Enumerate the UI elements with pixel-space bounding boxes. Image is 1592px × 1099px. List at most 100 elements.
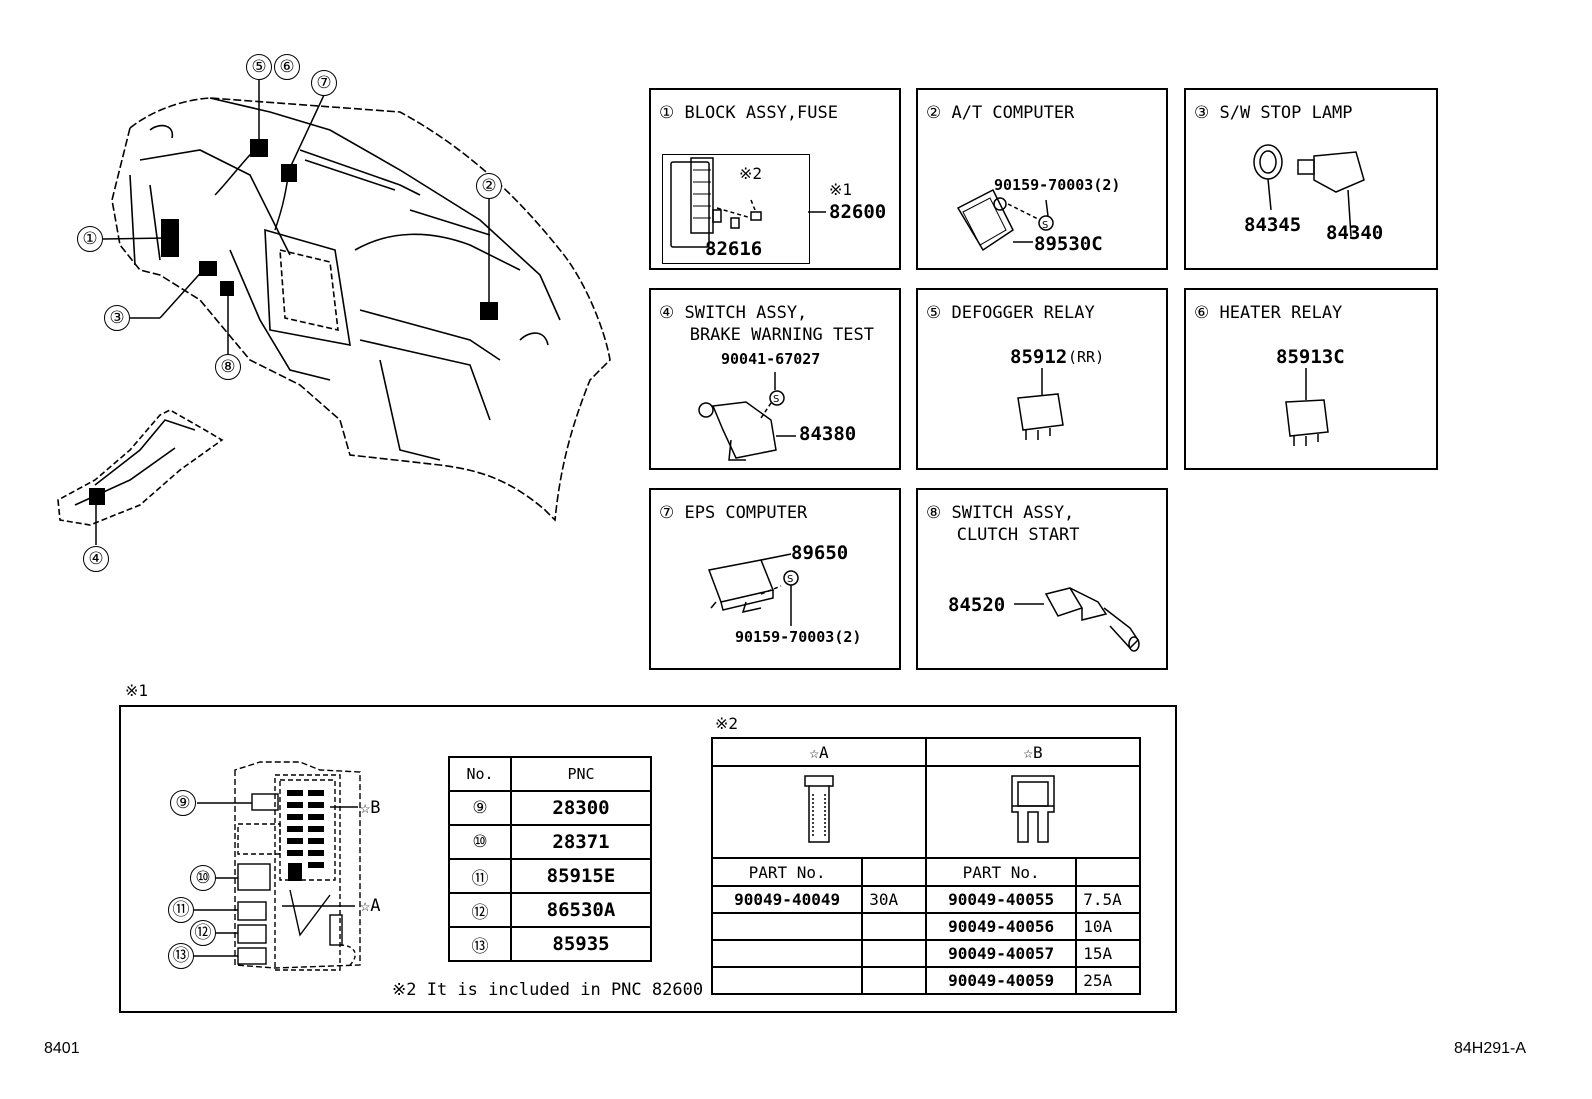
fuse-a-part xyxy=(710,939,864,968)
ref-mark-1: ※1 xyxy=(829,180,853,199)
ref-mark-1: ※1 xyxy=(125,681,149,700)
part-number: 82600 xyxy=(829,201,887,223)
fuse-block-callout-12: ⑫ xyxy=(190,920,216,946)
table-row: ⑩ 28371 xyxy=(448,824,652,860)
fuse-group-a-label: ☆A xyxy=(360,896,381,916)
fuse-b-part: 90049-40055 xyxy=(924,885,1078,914)
table-row: 90049-40057 15A xyxy=(710,939,1141,968)
col-header-blank xyxy=(861,857,927,887)
panel-fuse-block: ① BLOCK ASSY,FUSE ※2 ※1 82600 82616 xyxy=(649,88,901,270)
svg-text:S: S xyxy=(773,394,779,405)
overview-callout-4: ④ xyxy=(83,546,109,572)
overview-callout-6: ⑥ xyxy=(274,54,300,80)
fuse-table: ☆A ☆B PART No. xyxy=(710,737,1142,995)
part-number: 82616 xyxy=(705,238,763,260)
brake-switch-drawing: S xyxy=(698,372,796,461)
fuse-b-part: 90049-40059 xyxy=(924,966,1078,995)
table-row: 90049-40049 30A 90049-40055 7.5A xyxy=(710,885,1141,914)
col-header-part-no: PART No. xyxy=(924,857,1078,887)
svg-text:S: S xyxy=(1042,220,1048,231)
pnc-value: 28371 xyxy=(510,824,652,860)
pnc-value: 86530A xyxy=(510,892,652,928)
defogger-relay-drawing xyxy=(1017,368,1064,440)
panel-title: ⑤ DEFOGGER RELAY xyxy=(926,303,1095,323)
fuse-group-b-label: ☆B xyxy=(360,798,381,818)
panel-brake-warning-switch: ④ SWITCH ASSY, BRAKE WARNING TEST 90041-… xyxy=(649,288,901,470)
fuse-block-drawing xyxy=(670,157,826,248)
part-number: 85912 xyxy=(1010,346,1068,368)
panel-title: ③ S/W STOP LAMP xyxy=(1194,103,1353,123)
panel-at-computer: ② A/T COMPUTER 90159-70003(2) S 89530C xyxy=(916,88,1168,270)
pnc-no: ⑪ xyxy=(448,858,512,894)
panel-stop-lamp-switch: ③ S/W STOP LAMP 84345 84340 xyxy=(1184,88,1438,270)
fuse-a-part: 90049-40049 xyxy=(710,885,864,914)
fuse-a-rating xyxy=(861,912,927,941)
part-number: 89530C xyxy=(1034,233,1103,255)
part-number: 84520 xyxy=(948,594,1006,616)
panel-title: ② A/T COMPUTER xyxy=(926,103,1075,123)
panel-eps-computer: ⑦ EPS COMPUTER 89650 90159-70003(2) S xyxy=(649,488,901,670)
col-header-part-no: PART No. xyxy=(710,857,864,887)
col-header-blank xyxy=(1075,857,1141,887)
fuse-a-image xyxy=(711,765,927,859)
pnc-no: ⑨ xyxy=(448,790,512,826)
page-code-right: 84H291-A xyxy=(1454,1040,1527,1057)
panel-title: ⑧ SWITCH ASSY, CLUTCH START xyxy=(926,503,1080,545)
table-row: ⑪ 85915E xyxy=(448,858,652,894)
overview-callout-2: ② xyxy=(476,173,502,199)
panel-title: ⑥ HEATER RELAY xyxy=(1194,303,1343,323)
fuse-group-b-header: ☆B xyxy=(924,737,1142,767)
fuse-b-rating: 10A xyxy=(1075,912,1141,941)
fuse-a-part xyxy=(710,966,864,995)
part-number: 84340 xyxy=(1326,222,1384,244)
overview-callout-5: ⑤ xyxy=(246,54,272,80)
fuse-a-rating xyxy=(861,939,927,968)
table-row: 90049-40059 25A xyxy=(710,966,1141,995)
fuse-a-rating: 30A xyxy=(861,885,927,914)
overview-callout-7: ⑦ xyxy=(311,70,337,96)
panel-title: ④ SWITCH ASSY, BRAKE WARNING TEST xyxy=(659,303,874,345)
page-code-left: 8401 xyxy=(44,1040,80,1057)
pnc-no: ⑩ xyxy=(448,824,512,860)
fuse-b-part: 90049-40057 xyxy=(924,939,1078,968)
fuse-block-callout-13: ⑬ xyxy=(168,943,194,969)
table-row: 90049-40056 10A xyxy=(710,912,1141,941)
fuse-block-frame xyxy=(662,154,810,264)
ref-mark-2: ※2 xyxy=(739,164,763,183)
part-number: 85913C xyxy=(1276,346,1345,368)
screw-part-number: 90159-70003(2) xyxy=(994,176,1121,194)
stop-lamp-switch-drawing xyxy=(1253,144,1365,237)
overview-callout-1: ① xyxy=(77,226,103,252)
pnc-value: 28300 xyxy=(510,790,652,826)
fuse-a-part xyxy=(710,912,864,941)
part-number: 89650 xyxy=(791,542,849,564)
fuse-group-a-header: ☆A xyxy=(711,737,927,767)
part-suffix: (RR) xyxy=(1068,348,1105,366)
pnc-table: No. PNC ⑨ 28300 ⑩ 28371 ⑪ 85915E ⑫ 86530… xyxy=(448,756,652,962)
fuse-b-part: 90049-40056 xyxy=(924,912,1078,941)
pnc-no: ⑫ xyxy=(448,892,512,928)
fuse-block-callout-11: ⑪ xyxy=(168,897,194,923)
fuse-b-image xyxy=(924,765,1142,859)
pnc-header-pnc: PNC xyxy=(510,756,652,792)
clutch-switch-drawing xyxy=(1014,587,1140,652)
table-row: ⑨ 28300 xyxy=(448,790,652,826)
eps-computer-drawing: S xyxy=(707,553,799,626)
fuse-a-rating xyxy=(861,966,927,995)
included-note: ※2 It is included in PNC 82600 xyxy=(392,980,704,1000)
part-number: 84345 xyxy=(1244,214,1302,236)
table-row: ⑬ 85935 xyxy=(448,926,652,962)
panel-defogger-relay: ⑤ DEFOGGER RELAY 85912 (RR) xyxy=(916,288,1168,470)
screw-part-number: 90159-70003(2) xyxy=(735,628,862,646)
fuse-block-detail-frame xyxy=(119,705,1177,1013)
fuse-block-callout-9: ⑨ xyxy=(170,790,196,816)
svg-text:S: S xyxy=(787,574,793,585)
fuse-b-rating: 25A xyxy=(1075,966,1141,995)
fuse-b-rating: 15A xyxy=(1075,939,1141,968)
pnc-value: 85915E xyxy=(510,858,652,894)
pnc-no: ⑬ xyxy=(448,926,512,962)
fuse-block-layout-drawing xyxy=(194,761,361,971)
fuse-block-callout-10: ⑩ xyxy=(190,865,216,891)
overview-callout-8: ⑧ xyxy=(215,354,241,380)
table-row: ⑫ 86530A xyxy=(448,892,652,928)
